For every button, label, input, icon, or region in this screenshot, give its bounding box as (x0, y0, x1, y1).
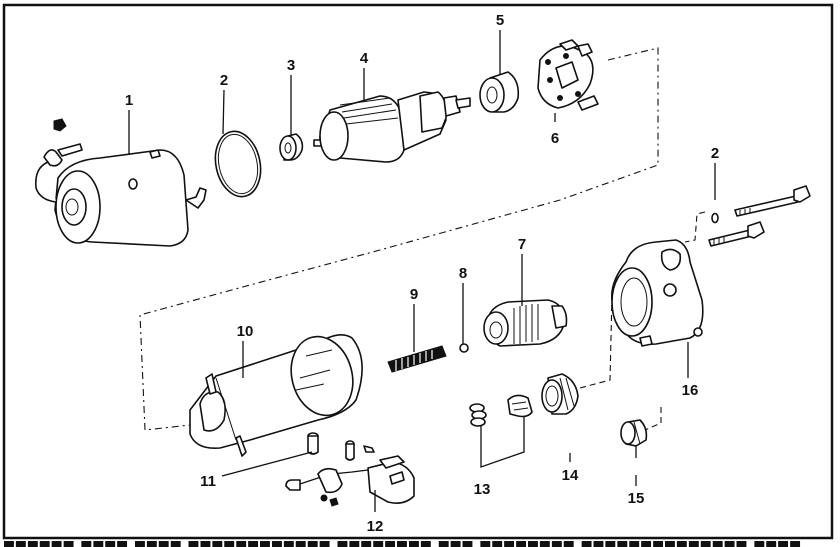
part-3-bearing (279, 133, 304, 161)
callout-13: 13 (474, 481, 491, 498)
callout-2b: 2 (711, 145, 719, 162)
part-11-plunger-pin (307, 432, 319, 455)
assembly-lines (139, 47, 706, 431)
callout-1: 1 (125, 92, 133, 109)
callout-10: 10 (237, 323, 254, 340)
part-15-pinion (620, 419, 648, 447)
part-12-lead-wire (285, 440, 415, 507)
callout-7: 7 (518, 236, 526, 253)
cut-off-caption: ▀▀▀▀▀▀ ▀▀▀▀ ▀▀▀▀ ▀▀▀▀▀▀▀▀▀▀▀▀ ▀▀▀▀▀▀▀▀ ▀… (0, 541, 840, 547)
callout-4: 4 (360, 50, 369, 67)
callout-8: 8 (459, 265, 467, 282)
part-8-ball (459, 343, 469, 353)
callout-6: 6 (551, 130, 559, 147)
callout-3: 3 (287, 57, 295, 74)
part-5-bearing (479, 71, 520, 113)
callout-15: 15 (628, 490, 645, 507)
part-4-armature (313, 91, 471, 163)
part-1-field-frame (34, 118, 207, 247)
part-2b-o-ring (711, 212, 719, 224)
callout-5: 5 (496, 12, 504, 29)
callout-9: 9 (410, 286, 418, 303)
part-16-starter-housing (610, 239, 704, 347)
callout-14: 14 (562, 467, 579, 484)
callout-2a: 2 (220, 72, 228, 89)
leader-lines (128, 30, 716, 512)
part-13-retainers (469, 394, 533, 427)
callout-labels: 1 2 3 4 5 6 2 7 8 9 10 11 12 13 14 15 16 (125, 12, 719, 535)
part-9-spring (387, 345, 447, 373)
part-7-starter-clutch (483, 299, 568, 347)
part-10-solenoid-housing (189, 334, 363, 457)
callout-16: 16 (682, 382, 699, 399)
diagram-frame (2, 3, 834, 540)
through-bolts (708, 185, 811, 247)
part-2-o-ring (214, 130, 262, 198)
part-6-brush-holder (537, 39, 599, 111)
part-14-idler-gear (541, 373, 579, 415)
callout-12: 12 (367, 518, 384, 535)
callout-11: 11 (200, 473, 216, 490)
